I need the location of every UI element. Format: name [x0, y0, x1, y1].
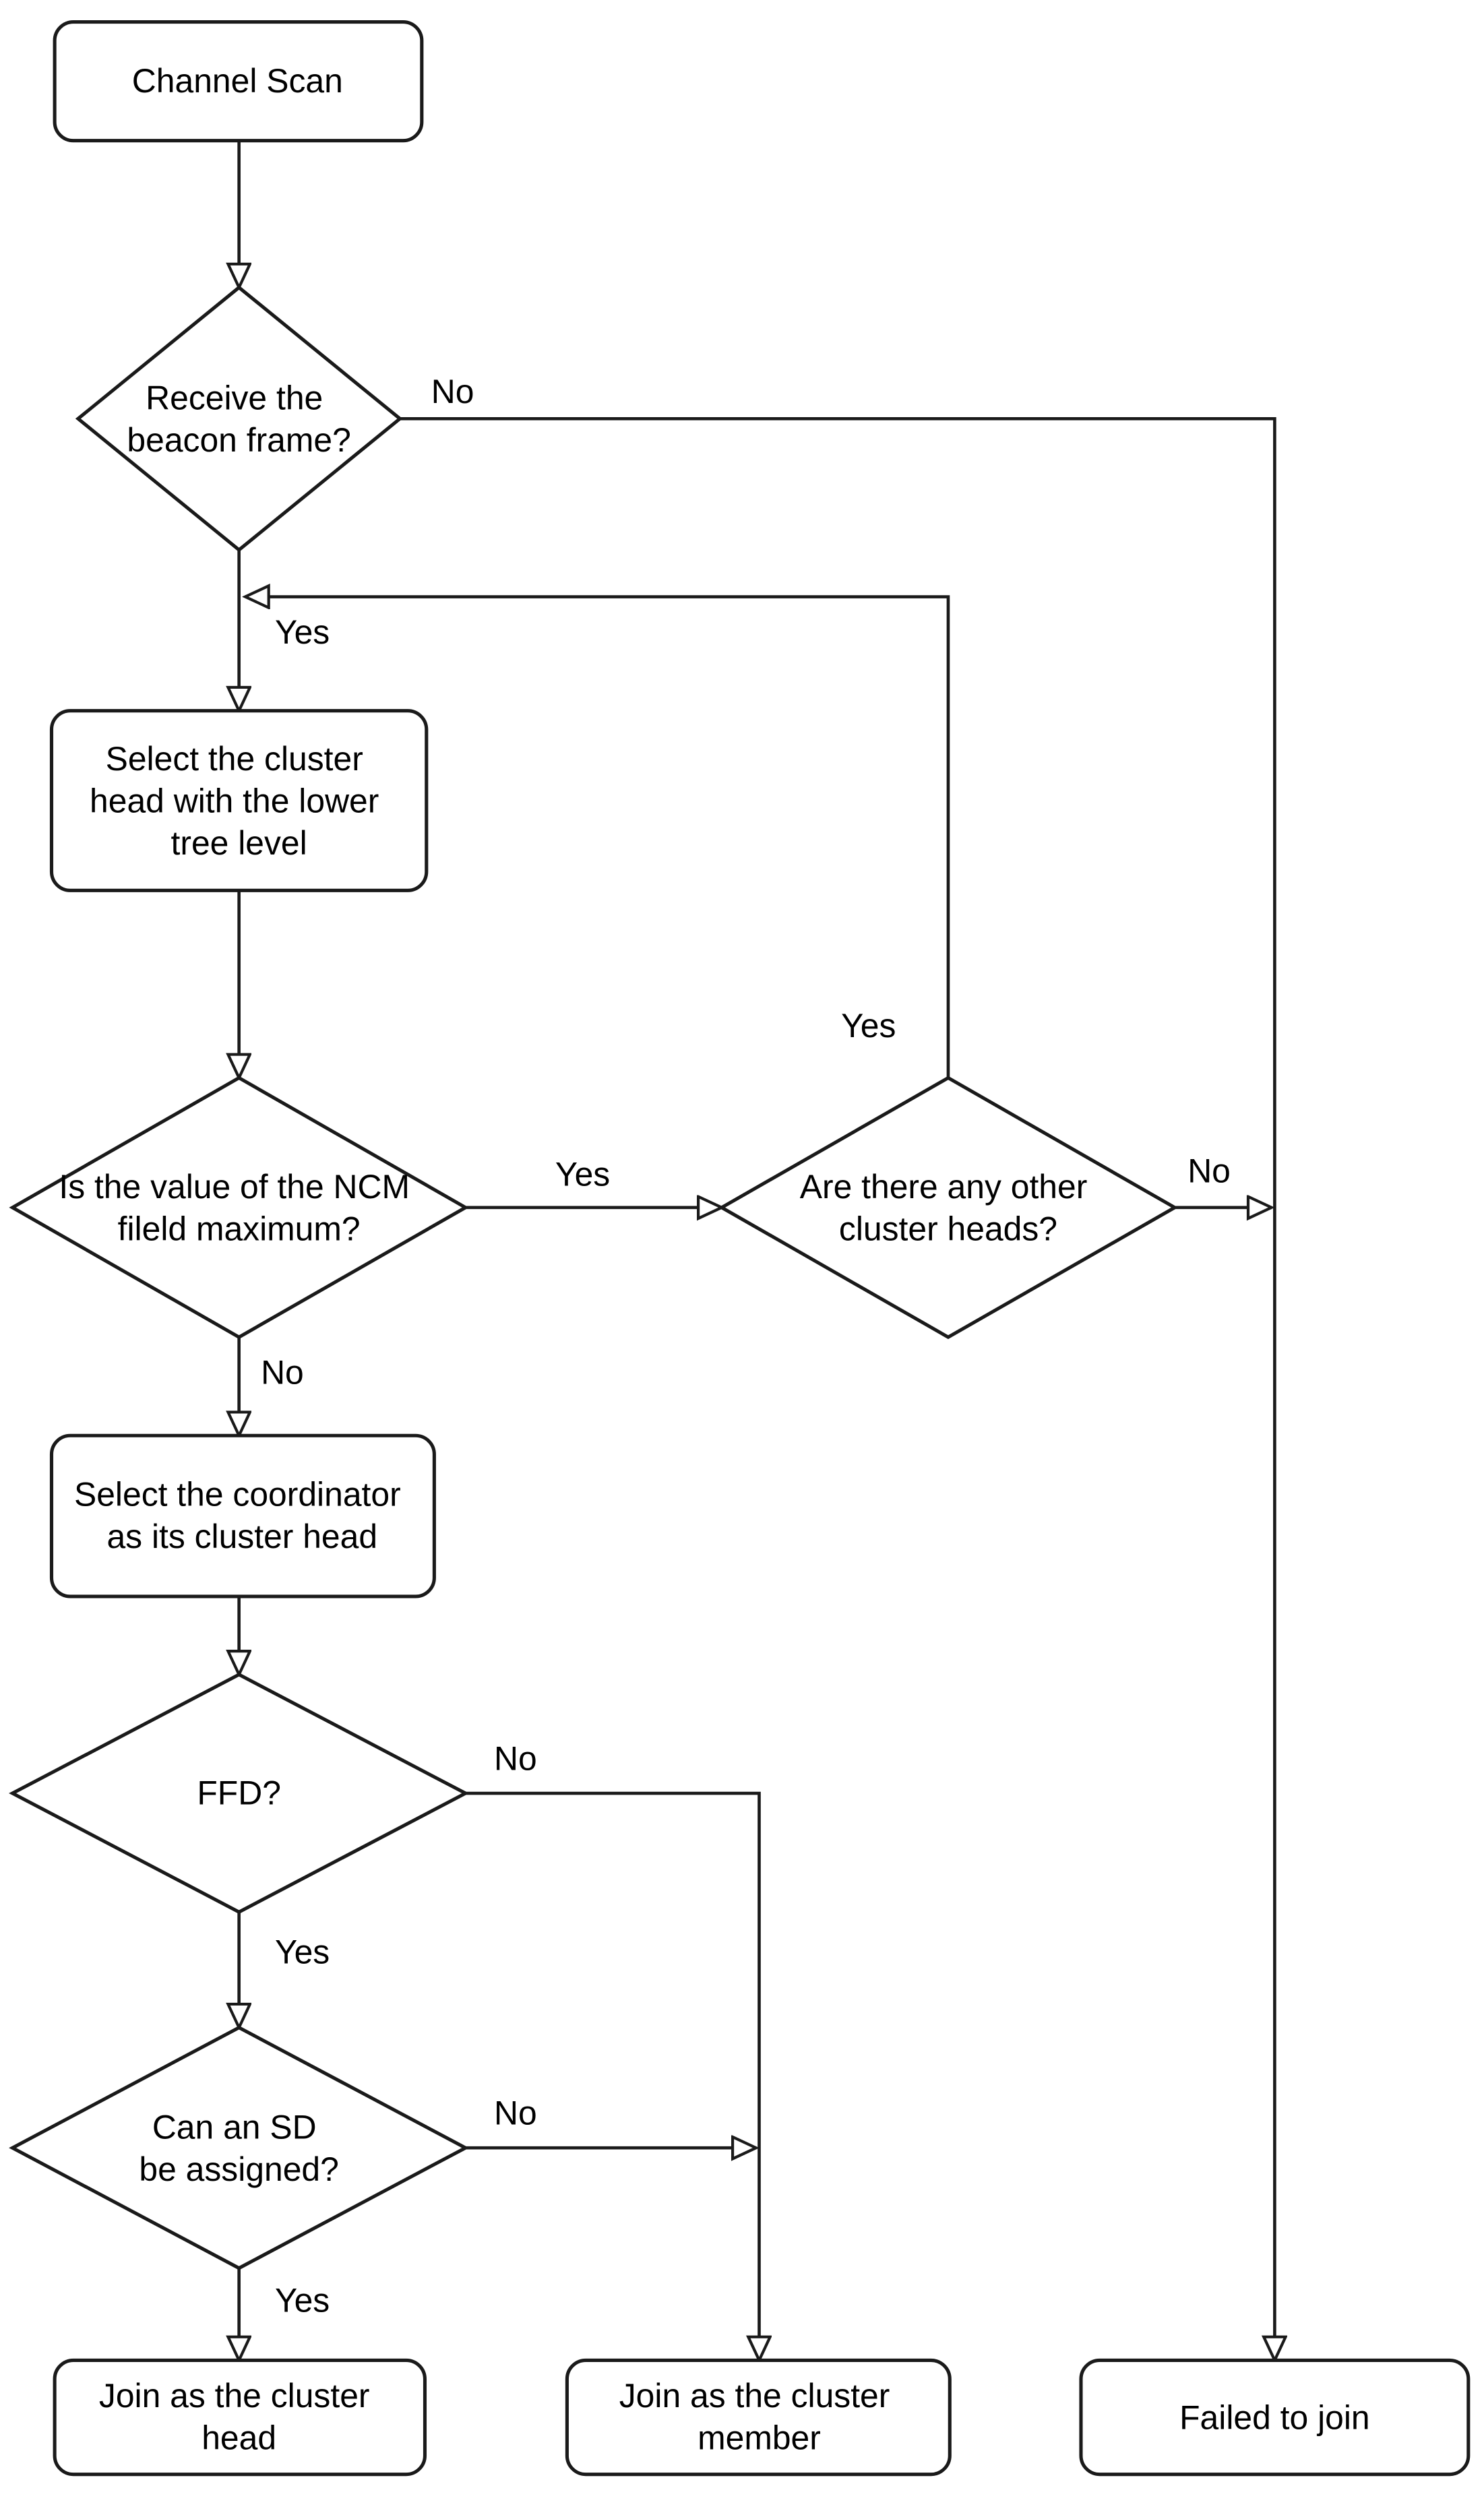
- edge-label-ffd-no: No: [494, 1739, 537, 1777]
- decision-sd-assigned: Can an SD be assigned?: [9, 2025, 470, 2270]
- node-failed-to-join-label: Failed to join: [1179, 2398, 1370, 2436]
- edge-label-ffd-yes: Yes: [275, 1933, 330, 1971]
- node-select-cluster-head-label: Select the cluster head with the lower t…: [90, 740, 388, 862]
- node-channel-scan: Channel Scan: [53, 20, 424, 143]
- edge-label-other-yes: Yes: [841, 1007, 896, 1045]
- node-join-head-shape: [53, 2358, 427, 2477]
- decision-ncm-maximum-label: Is the value of the NCM fileld maximum?: [59, 1168, 419, 1248]
- decision-receive-beacon: Receive the beacon frame?: [75, 285, 403, 553]
- edge-label-other-no: No: [1187, 1152, 1231, 1190]
- decision-other-cluster-heads: Are there any other cluster heads?: [718, 1076, 1179, 1340]
- edges: No Yes Yes Yes No No No Yes No Yes: [239, 140, 1275, 2361]
- decision-sd-assigned-shape: [9, 2025, 470, 2270]
- edge-beacon-no-to-failed: [400, 416, 1274, 2360]
- edge-other-yes-loop: [245, 597, 950, 1078]
- node-select-coordinator-shape: [49, 1433, 436, 1598]
- nodes: Channel Scan Receive the beacon frame? S…: [9, 20, 1471, 2477]
- node-join-member: Join as the cluster member: [565, 2358, 952, 2477]
- node-select-coordinator-label: Select the coordinator as its cluster he…: [74, 1476, 410, 1556]
- edge-label-beacon-yes: Yes: [275, 613, 330, 651]
- node-select-cluster-head: Select the cluster head with the lower t…: [49, 709, 429, 892]
- edge-label-ncm-yes: Yes: [555, 1155, 610, 1193]
- decision-other-cluster-heads-label: Are there any other cluster heads?: [800, 1168, 1096, 1248]
- decision-sd-assigned-label: Can an SD be assigned?: [139, 2108, 338, 2188]
- node-join-head: Join as the cluster head: [53, 2358, 427, 2477]
- node-join-head-label: Join as the cluster head: [99, 2377, 379, 2457]
- node-select-coordinator: Select the coordinator as its cluster he…: [49, 1433, 436, 1598]
- decision-ffd-label: FFD?: [197, 1774, 281, 1811]
- edge-ffd-no-to-member: [465, 1791, 760, 2360]
- decision-ffd-shape: [9, 1672, 470, 1915]
- decision-ncm-maximum-shape: [9, 1076, 469, 1340]
- node-channel-scan-label: Channel Scan: [132, 62, 343, 100]
- edge-label-ncm-no: No: [261, 1354, 304, 1392]
- edge-label-beacon-no: No: [431, 373, 474, 410]
- edge-label-sd-yes: Yes: [275, 2282, 330, 2320]
- node-select-cluster-head-shape: [49, 709, 429, 892]
- decision-ncm-maximum: Is the value of the NCM fileld maximum?: [9, 1076, 469, 1340]
- decision-receive-beacon-label: Receive the beacon frame?: [127, 379, 350, 459]
- decision-ffd: FFD?: [9, 1672, 470, 1915]
- decision-receive-beacon-shape: [75, 285, 403, 553]
- node-join-member-shape: [565, 2358, 952, 2477]
- node-failed-to-join: Failed to join: [1079, 2358, 1471, 2477]
- decision-other-cluster-heads-shape: [718, 1076, 1179, 1340]
- node-join-member-label: Join as the cluster member: [619, 2377, 899, 2457]
- node-channel-scan-shape: [53, 20, 424, 143]
- node-failed-to-join-shape: [1079, 2358, 1471, 2477]
- edge-label-sd-no: No: [494, 2094, 537, 2132]
